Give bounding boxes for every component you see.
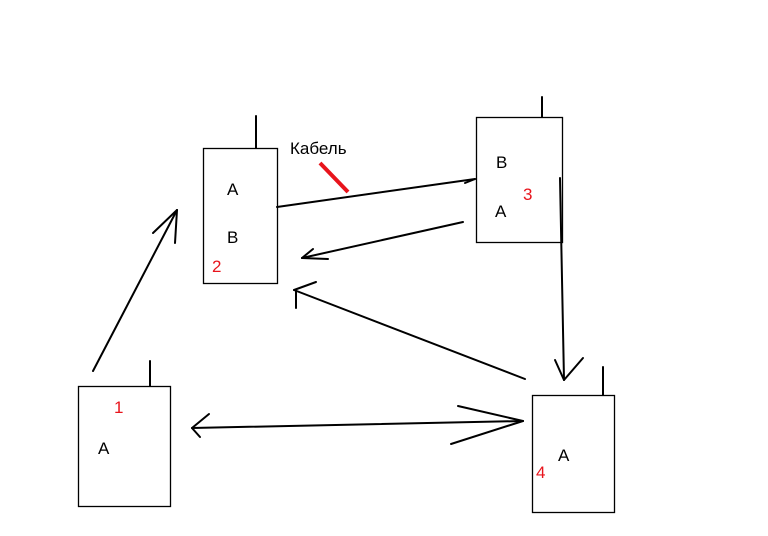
- cable-link-2-3: [276, 178, 476, 208]
- node-2-label-a: A: [227, 180, 239, 199]
- node-3-number: 3: [523, 185, 533, 204]
- node-box-3: [475, 116, 564, 244]
- node-3-label-b: B: [496, 153, 508, 172]
- arrow-3-to-2: [301, 221, 464, 260]
- arrow-4-to-2: [293, 281, 526, 380]
- node-1-label-a: A: [98, 439, 110, 458]
- node-box-2: [202, 147, 279, 285]
- node-4-number: 4: [536, 463, 546, 482]
- node-1-number: 1: [114, 398, 124, 417]
- arrow-1-to-2: [92, 209, 178, 372]
- arrow-1-to-4-bidirectional: [191, 405, 524, 445]
- node-box-1: [77, 385, 172, 508]
- node-2-label-b: B: [227, 228, 239, 247]
- cable-label: Кабель: [290, 139, 347, 158]
- node-box-4: [531, 394, 616, 514]
- node-4-label-a: A: [558, 446, 570, 465]
- cable-marker: [318, 161, 350, 194]
- node-3-label-a: A: [495, 202, 507, 221]
- arrow-3-to-4: [554, 177, 584, 381]
- node-2-number: 2: [212, 257, 222, 276]
